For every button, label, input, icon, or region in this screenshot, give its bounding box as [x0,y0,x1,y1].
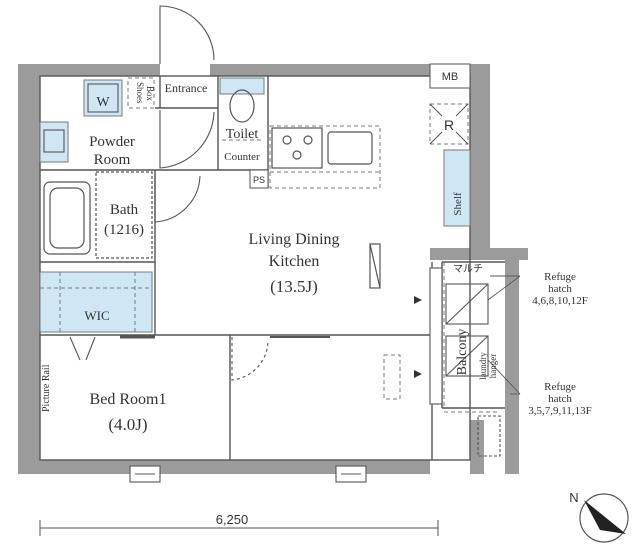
powder-room-label-1: Powder [89,134,135,150]
washer-label: W [96,95,110,110]
laundry-label-2: hanger [488,354,498,379]
dimension-line [39,520,439,536]
toilet-bowl [229,89,255,123]
kitchen [271,127,381,289]
washbasin [43,129,65,153]
shoes-box-label-2: Box [145,86,155,102]
shoes-box-label-1: Shoes [135,82,145,104]
refuge-top-label-2: hatch [548,283,572,295]
column [369,243,381,289]
dimension-label: 6,250 [216,512,249,527]
north-arrow-icon [579,493,629,543]
refuge-bottom-label-3: 3,5,7,9,11,13F [528,405,591,417]
refuge-top-label-3: 4,6,8,10,12F [532,295,588,307]
balcony-fixtures [445,283,501,457]
refuge-top-label-1: Refuge [544,271,576,283]
washer-space [83,79,123,117]
powder-sink [39,121,69,163]
multi-label: マルチ [453,263,483,275]
picture-rail-label: Picture Rail [41,364,52,412]
dashed-lines [40,77,500,413]
bathtub [43,181,91,255]
ldk-label-2: Kitchen [269,253,320,270]
fridge-box [429,103,469,145]
mb-label: MB [442,71,459,83]
wic-label: WIC [84,308,109,323]
direction-arrows [414,296,422,378]
bath-door [154,172,201,223]
bedroom-label-2: (4.0J) [108,415,147,434]
balcony-label: Balcony [455,329,470,376]
refuge-hatch-upper [445,283,489,325]
wic-door-2 [85,336,96,361]
inner-walls [39,75,505,461]
shelf-label: Shelf [452,192,464,216]
outer-walls [18,64,528,474]
entrance-door [159,5,215,64]
refuge-bottom-label-1: Refuge [544,381,576,393]
north-label: N [569,490,578,505]
ps-label: PS [253,175,265,185]
ps-box [249,169,269,189]
callout-lines [487,275,521,395]
bath-label-2: (1216) [104,222,144,238]
fridge-label: R [444,117,454,133]
wic-door-1 [69,336,81,361]
powder-fixtures [43,83,119,153]
bath-label-1: Bath [110,202,139,218]
toilet-fixture [229,89,255,123]
windows [129,267,443,483]
counter-label: Counter [224,151,260,163]
bedroom-label-1: Bed Room1 [90,391,167,408]
wic-space [39,271,153,333]
shelf-unit [443,149,471,227]
bath [43,171,153,259]
powder-door [159,110,215,169]
laundry-label-1: laundry [478,352,488,380]
ldk-label-3: (13.5J) [270,277,318,296]
entrance-label: Entrance [165,81,208,95]
doors [69,5,330,381]
blue-fixtures [39,77,471,333]
refuge-bottom-label-2: hatch [548,393,572,405]
kitchen-sink [327,131,373,165]
mb-box [429,63,471,89]
powder-room-label-2: Room [94,152,131,168]
refuge-hatch-lower [445,335,489,377]
toilet-label: Toilet [226,127,259,142]
bedroom2-door [231,337,269,381]
ldk-label-1: Living Dining [248,231,339,248]
toilet-tank [219,77,265,95]
cooktop [271,127,323,169]
